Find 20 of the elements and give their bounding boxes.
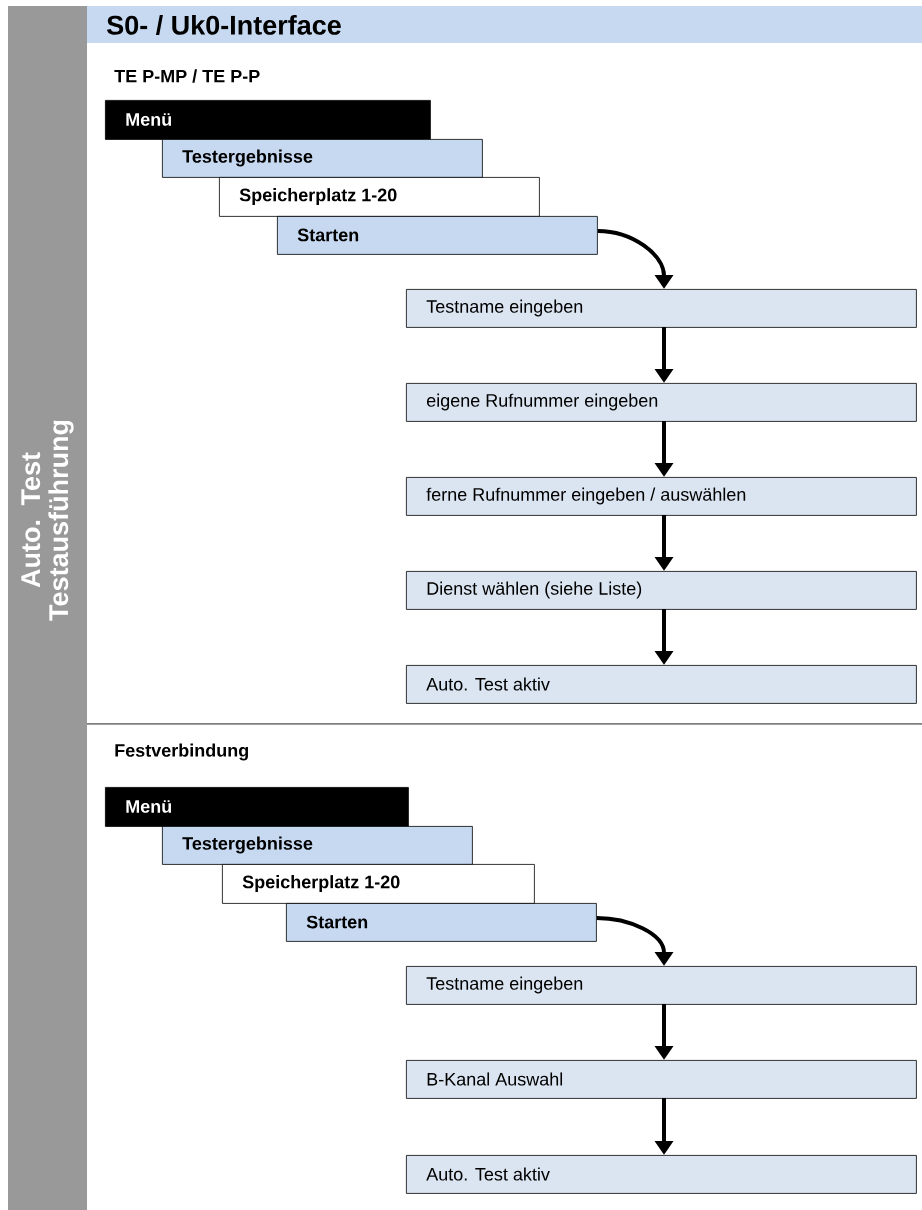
- section-heading: Festverbindung: [115, 743, 248, 761]
- step-box: Testname eingeben: [406, 289, 917, 328]
- menu-box: Starten: [286, 903, 597, 942]
- menu-box: Testergebnisse: [162, 139, 483, 178]
- step-box: ferne Rufnummer eingeben / auswählen: [406, 477, 917, 516]
- menu-box: Menü: [105, 787, 409, 827]
- menu-box: Speicherplatz 1-20: [219, 177, 540, 217]
- title-band: S0- / Uk0-Interface: [87, 6, 922, 43]
- menu-box: Menü: [105, 100, 431, 140]
- menu-box: Testergebnisse: [162, 826, 473, 865]
- step-box: eigene Rufnummer eingeben: [406, 383, 917, 422]
- side-band: Auto. Test Testausführung: [8, 6, 87, 1210]
- step-box: Auto. Test aktiv: [406, 1155, 917, 1194]
- step-box: Dienst wählen (siehe Liste): [406, 571, 917, 610]
- section-heading: TE P-MP / TE P-P: [114, 69, 260, 83]
- step-box: B-Kanal Auswahl: [406, 1060, 917, 1099]
- menu-box: Speicherplatz 1-20: [222, 864, 535, 904]
- step-box: Auto. Test aktiv: [406, 665, 917, 704]
- step-box: Testname eingeben: [406, 966, 917, 1005]
- menu-box: Starten: [277, 216, 598, 255]
